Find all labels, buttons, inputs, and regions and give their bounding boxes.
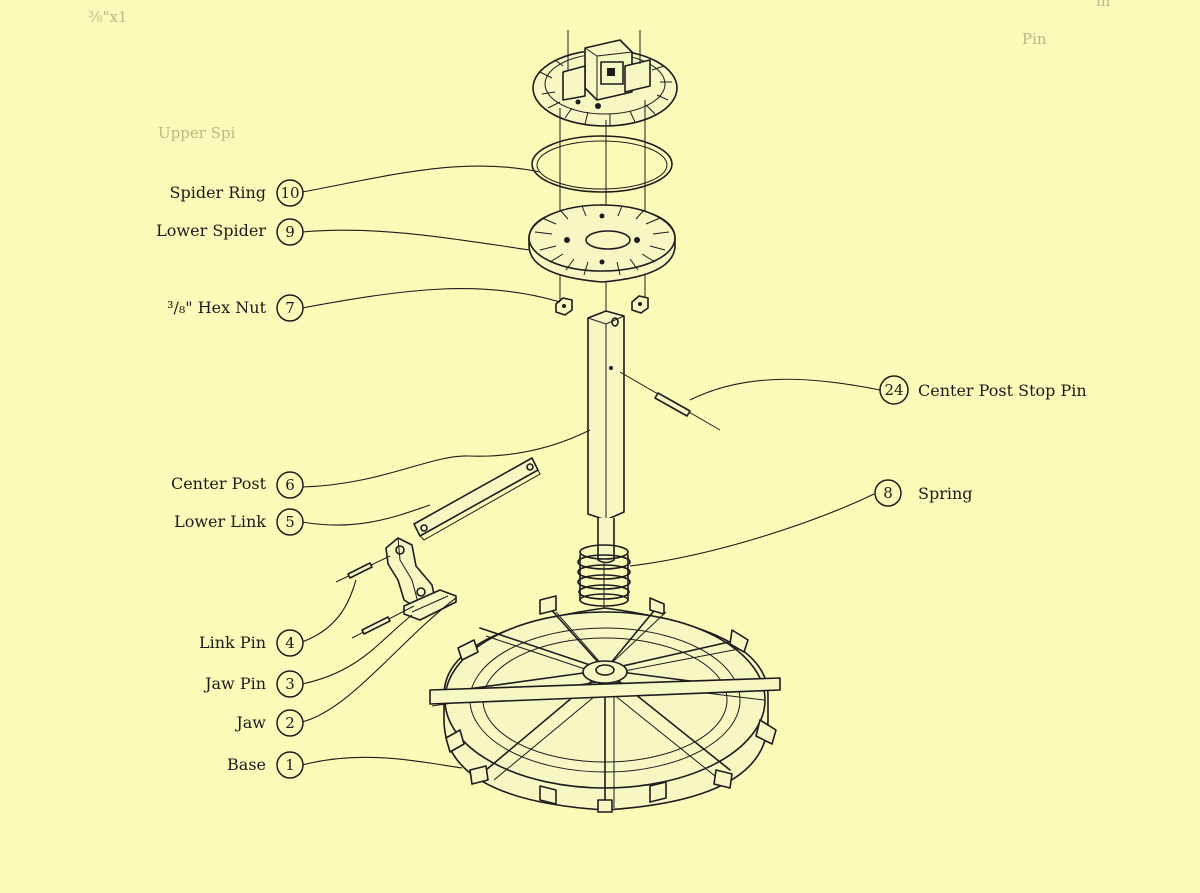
callout-number-lower-link: 5 xyxy=(285,513,295,531)
spider-ring xyxy=(531,135,673,193)
ghost-text-top-left: ⅜"x1 xyxy=(88,8,127,26)
upper-spider xyxy=(532,30,678,127)
callout-label-lower-link: Lower Link xyxy=(174,512,266,531)
callout-center-post: Center Post 6 xyxy=(171,471,304,499)
callout-lower-link: Lower Link 5 xyxy=(174,508,304,536)
hex-nuts xyxy=(555,295,649,316)
callout-number-center-post: 6 xyxy=(285,476,295,494)
leader-lines xyxy=(301,165,881,769)
callout-number-link-pin: 4 xyxy=(285,634,295,652)
callout-number-hex-nut: 7 xyxy=(285,299,295,317)
center-post xyxy=(587,310,625,564)
lower-link xyxy=(413,457,541,541)
callout-label-link-pin: Link Pin xyxy=(199,633,266,652)
base xyxy=(429,595,781,813)
callout-base: Base 1 xyxy=(227,751,304,779)
callout-jaw-pin: Jaw Pin 3 xyxy=(203,670,304,698)
callout-lower-spider: Lower Spider 9 xyxy=(156,218,304,246)
callout-number-center-post-stop-pin: 24 xyxy=(884,381,903,399)
callout-number-spider-ring: 10 xyxy=(280,184,299,202)
callout-number-spring: 8 xyxy=(883,484,893,502)
callout-center-post-stop-pin: 24 Center Post Stop Pin xyxy=(879,375,1087,405)
ghost-text-top-right-2: in xyxy=(1096,0,1111,10)
lower-spider xyxy=(528,204,676,283)
callout-number-jaw-pin: 3 xyxy=(285,675,295,693)
jaw xyxy=(385,537,457,621)
callout-label-spider-ring: Spider Ring xyxy=(170,183,266,202)
callout-number-jaw: 2 xyxy=(285,714,295,732)
callout-label-lower-spider: Lower Spider xyxy=(156,221,266,240)
center-post-stop-pin xyxy=(619,371,721,431)
callout-label-spring: Spring xyxy=(918,484,973,503)
callout-label-center-post: Center Post xyxy=(171,474,267,493)
callout-number-base: 1 xyxy=(285,756,295,774)
callout-label-hex-nut: ³/₈" Hex Nut xyxy=(167,298,267,317)
callout-label-center-post-stop-pin: Center Post Stop Pin xyxy=(918,381,1087,400)
ghost-text-left: Upper Spi xyxy=(158,124,236,142)
callout-label-jaw-pin: Jaw Pin xyxy=(203,674,266,693)
callout-hex-nut: ³/₈" Hex Nut 7 xyxy=(167,294,304,322)
callout-spring: 8 Spring xyxy=(874,479,973,507)
callout-label-jaw: Jaw xyxy=(234,713,266,732)
spring xyxy=(577,544,631,607)
callout-jaw: Jaw 2 xyxy=(234,709,304,737)
callout-spider-ring: Spider Ring 10 xyxy=(170,179,304,207)
link-pin xyxy=(335,555,391,583)
callout-number-lower-spider: 9 xyxy=(285,223,295,241)
ghost-text-top-right: Pin xyxy=(1022,30,1047,48)
jaw-pin xyxy=(351,605,415,639)
callout-label-base: Base xyxy=(227,755,266,774)
callout-link-pin: Link Pin 4 xyxy=(199,629,304,657)
